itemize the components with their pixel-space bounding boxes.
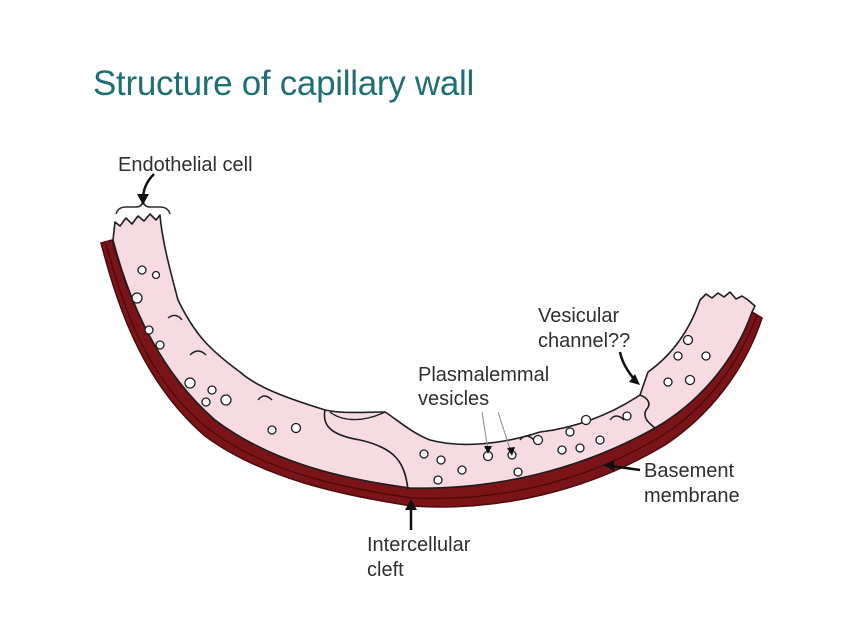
intercellular-cleft-line-2 [329, 411, 386, 421]
vesicle [663, 377, 673, 387]
label-plasmalemmal-line2: vesicles [418, 388, 489, 410]
vesicle [575, 443, 585, 453]
vesicle [184, 377, 196, 389]
vesicle [433, 475, 443, 485]
label-intercellular-line2: cleft [367, 559, 404, 581]
vesicle [673, 351, 683, 361]
vesicle [201, 397, 211, 407]
vesicle [155, 340, 165, 350]
label-plasmalemmal-line1: Plasmalemmal [418, 364, 549, 386]
vesicle [220, 394, 232, 406]
vesicular-channel-line [639, 394, 656, 429]
vesicle [513, 467, 523, 477]
vesicle-group [131, 265, 711, 485]
label-basement-line1: Basement [644, 460, 734, 482]
vesicle [137, 265, 147, 275]
plasmalemmal-arrowhead-1 [484, 446, 492, 454]
intercellular-cleft-line [323, 409, 409, 491]
vesicle [565, 427, 575, 437]
label-basement-line2: membrane [644, 485, 740, 507]
intercellular-cleft-arrowhead [405, 499, 417, 510]
surface-pit [519, 435, 535, 441]
vesicle [436, 455, 446, 465]
vesicle [622, 411, 632, 421]
vesicle [131, 292, 143, 304]
vesicle [151, 270, 161, 280]
plasmalemmal-pointer-2 [497, 411, 512, 453]
surface-pit [257, 395, 273, 401]
vesicle [682, 334, 694, 346]
vesicular-channel-arrow [618, 351, 636, 381]
vesicle [144, 325, 154, 335]
label-vesicular-channel-line1: Vesicular [538, 305, 619, 327]
basement-membrane-inner-line [105, 243, 758, 500]
basement-membrane-arrow [611, 464, 641, 472]
endothelial-arrowhead [137, 194, 149, 205]
slide-title: Structure of capillary wall [93, 64, 474, 103]
vesicle [419, 449, 429, 459]
surface-pit [609, 415, 625, 421]
surface-pit [167, 314, 183, 321]
label-endothelial-cell: Endothelial cell [118, 154, 253, 176]
vesicle [532, 434, 544, 446]
vesicle [207, 385, 217, 395]
vesicle [557, 445, 567, 455]
surface-pit [189, 350, 207, 356]
plasmalemmal-arrowhead-2 [507, 447, 515, 456]
vesicle [290, 422, 302, 434]
vesicle [701, 351, 711, 361]
vesicle [267, 425, 277, 435]
basement-membrane-arrowhead [603, 460, 614, 471]
label-intercellular-line1: Intercellular [367, 534, 471, 556]
vesicle [457, 465, 467, 475]
label-vesicular-channel-line2: channel?? [538, 330, 630, 352]
vesicle [684, 374, 696, 386]
plasmalemmal-pointer-1 [481, 411, 489, 451]
vesicle [595, 435, 605, 445]
vesicular-channel-arrowhead [629, 374, 640, 385]
vesicle [580, 414, 592, 426]
